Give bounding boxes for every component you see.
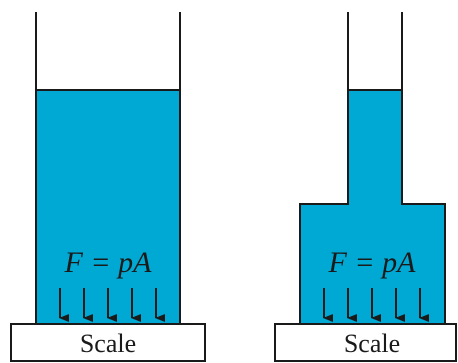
right-container-wall-right: [401, 12, 446, 324]
right-container-group: F = pA Scale: [274, 12, 457, 362]
left-scale-label: Scale: [80, 329, 136, 358]
right-scale: [274, 323, 457, 362]
right-formula: F = pA: [328, 246, 417, 279]
left-fluid: [36, 90, 180, 324]
right-force-arrows: [323, 288, 429, 322]
left-formula: F = pA: [64, 246, 153, 279]
left-force-arrows: [59, 288, 165, 322]
right-scale-label: Scale: [344, 329, 400, 358]
left-container-group: F = pA Scale: [10, 12, 206, 362]
right-container-wall-left: [299, 12, 349, 324]
right-fluid: [300, 90, 445, 324]
left-scale: [10, 323, 206, 362]
